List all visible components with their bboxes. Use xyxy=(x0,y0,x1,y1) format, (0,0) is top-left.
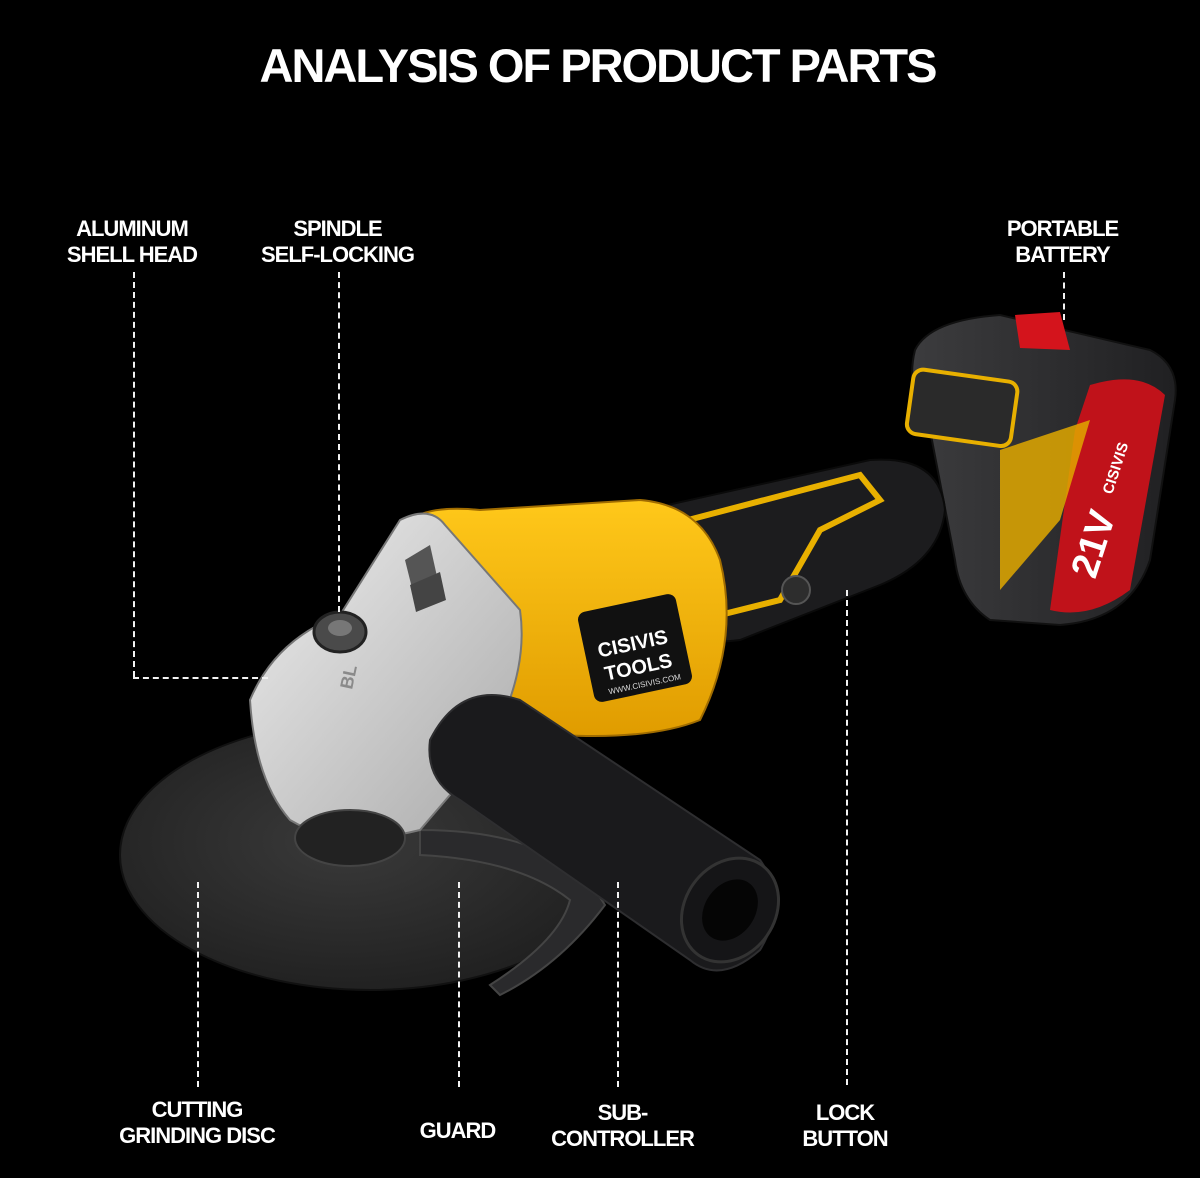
leader-battery xyxy=(1063,272,1065,320)
label-spindle-self-locking: SPINDLE SELF-LOCKING xyxy=(261,216,415,267)
label-sub-controller: SUB- CONTROLLER xyxy=(551,1100,695,1151)
leader-sub-controller xyxy=(617,882,619,1087)
leader-aluminum-horizontal xyxy=(133,677,268,679)
leader-lock-button xyxy=(846,590,848,1085)
leader-disc xyxy=(197,882,199,1087)
leader-guard xyxy=(458,882,460,1087)
spindle-mark: BL xyxy=(336,663,361,691)
label-lock-button: LOCK BUTTON xyxy=(802,1100,888,1151)
page-title: ANALYSIS OF PRODUCT PARTS xyxy=(259,39,938,92)
label-guard: GUARD xyxy=(419,1118,497,1143)
lock-button-shape xyxy=(781,575,811,605)
battery-pack: 21V CISIVIS xyxy=(904,312,1177,627)
label-cutting-grinding-disc: CUTTING GRINDING DISC xyxy=(119,1097,276,1148)
label-portable-battery: PORTABLE BATTERY xyxy=(1006,216,1119,267)
leader-spindle xyxy=(338,272,340,612)
leader-aluminum-vertical xyxy=(133,272,135,677)
label-aluminum-shell-head: ALUMINUM SHELL HEAD xyxy=(66,216,198,267)
